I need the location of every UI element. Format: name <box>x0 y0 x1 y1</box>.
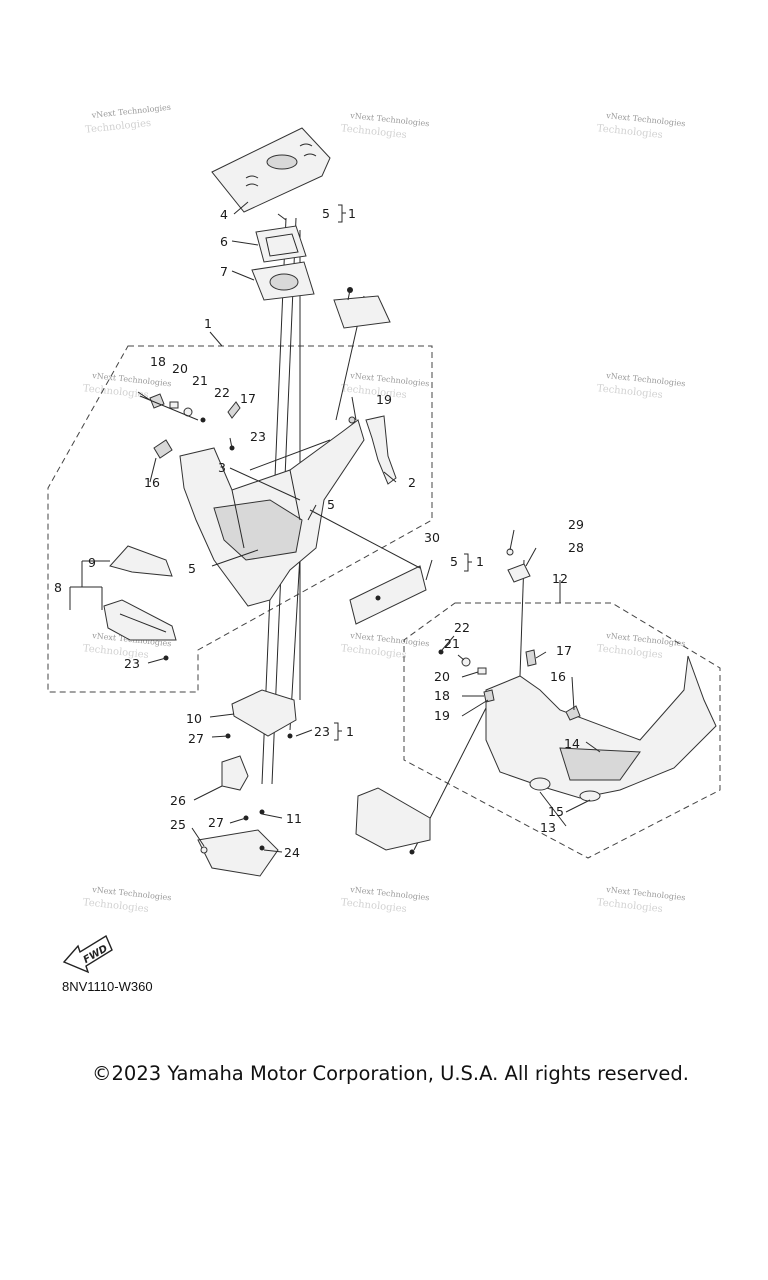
callout-5: 5 <box>322 206 330 221</box>
callout-numbers: 4 5 1 6 7 1 18 20 21 22 17 19 23 3 2 16 … <box>54 206 584 860</box>
watermark-text: Technologies <box>340 123 407 141</box>
callout-12: 12 <box>552 571 568 586</box>
callout-13: 13 <box>540 820 556 835</box>
part-4-cover <box>211 127 331 213</box>
callout-21: 21 <box>192 373 208 388</box>
callout-6: 6 <box>220 234 228 249</box>
callout-leaders <box>69 201 601 853</box>
watermark-text: Technologies <box>340 643 407 661</box>
callout-1: 1 <box>204 316 212 331</box>
callout-27: 27 <box>208 815 224 830</box>
callout-4: 4 <box>220 207 228 222</box>
fasteners <box>163 416 356 851</box>
part-3-cowling <box>179 419 365 607</box>
callout-1: 1 <box>346 724 354 739</box>
callout-3: 3 <box>218 460 226 475</box>
callout-5: 5 <box>188 561 196 576</box>
part-28-29-clip <box>506 548 531 583</box>
callout-20: 20 <box>434 669 450 684</box>
callout-21: 21 <box>444 636 460 651</box>
watermark-text: Technologies <box>340 383 407 401</box>
callout-16: 16 <box>144 475 160 490</box>
part-8-cover <box>103 599 177 641</box>
watermark-text: Technologies <box>82 383 149 401</box>
part-2-stay <box>365 415 397 485</box>
copyright-notice: ©2023 Yamaha Motor Corporation, U.S.A. A… <box>92 1062 689 1085</box>
part-10-lower-panel <box>231 689 297 737</box>
callout-25: 25 <box>170 817 186 832</box>
callout-24: 24 <box>284 845 300 860</box>
part-9-panel <box>109 545 173 577</box>
callout-17: 17 <box>240 391 256 406</box>
callout-23: 23 <box>124 656 140 671</box>
callout-16: 16 <box>550 669 566 684</box>
callout-9: 9 <box>88 555 96 570</box>
diagram-code: 8NV1110-W360 <box>62 979 153 994</box>
callout-10: 10 <box>186 711 202 726</box>
callout-27: 27 <box>188 731 204 746</box>
callout-22: 22 <box>454 620 470 635</box>
part-bracket-upper <box>333 287 391 329</box>
assembly-1-outline <box>47 345 433 693</box>
callout-29: 29 <box>568 517 584 532</box>
part-30-side-panel <box>309 509 427 625</box>
callout-19: 19 <box>434 708 450 723</box>
part-7-plate <box>251 261 315 301</box>
part-bracket-lower <box>355 787 431 855</box>
callout-30: 30 <box>424 530 440 545</box>
callout-28: 28 <box>568 540 584 555</box>
callout-18: 18 <box>434 688 450 703</box>
callout-5: 5 <box>450 554 458 569</box>
watermark-text: vNext Technologies <box>90 103 171 120</box>
callout-1: 1 <box>476 554 484 569</box>
callout-5: 5 <box>327 497 335 512</box>
callout-23: 23 <box>250 429 266 444</box>
callout-17: 17 <box>556 643 572 658</box>
callout-26: 26 <box>170 793 186 808</box>
callout-22: 22 <box>214 385 230 400</box>
assembly-12-outline <box>403 602 721 859</box>
watermark-text: Technologies <box>596 383 663 401</box>
callout-20: 20 <box>172 361 188 376</box>
callout-8: 8 <box>54 580 62 595</box>
hardware-left <box>137 391 241 423</box>
callout-15: 15 <box>548 804 564 819</box>
part-16-grommet-left <box>153 439 173 459</box>
watermark-text: Technologies <box>82 897 149 915</box>
callout-7: 7 <box>220 264 228 279</box>
watermark-text: Technologies <box>340 897 407 915</box>
fwd-arrow-icon: FWD <box>62 934 113 974</box>
watermark-text: Technologies <box>596 897 663 915</box>
part-26-bracket <box>221 755 249 791</box>
part-6-gasket <box>255 225 307 263</box>
callout-14: 14 <box>564 736 580 751</box>
watermark-text: Technologies <box>85 118 152 136</box>
callout-23: 23 <box>314 724 330 739</box>
callout-19: 19 <box>376 392 392 407</box>
watermark-text: Technologies <box>596 643 663 661</box>
part-25-cover <box>197 829 279 877</box>
callout-1: 1 <box>348 206 356 221</box>
callout-2: 2 <box>408 475 416 490</box>
watermark-text: Technologies <box>596 123 663 141</box>
callout-11: 11 <box>286 811 302 826</box>
callout-18: 18 <box>150 354 166 369</box>
part-12-lower-cowling <box>438 649 717 802</box>
